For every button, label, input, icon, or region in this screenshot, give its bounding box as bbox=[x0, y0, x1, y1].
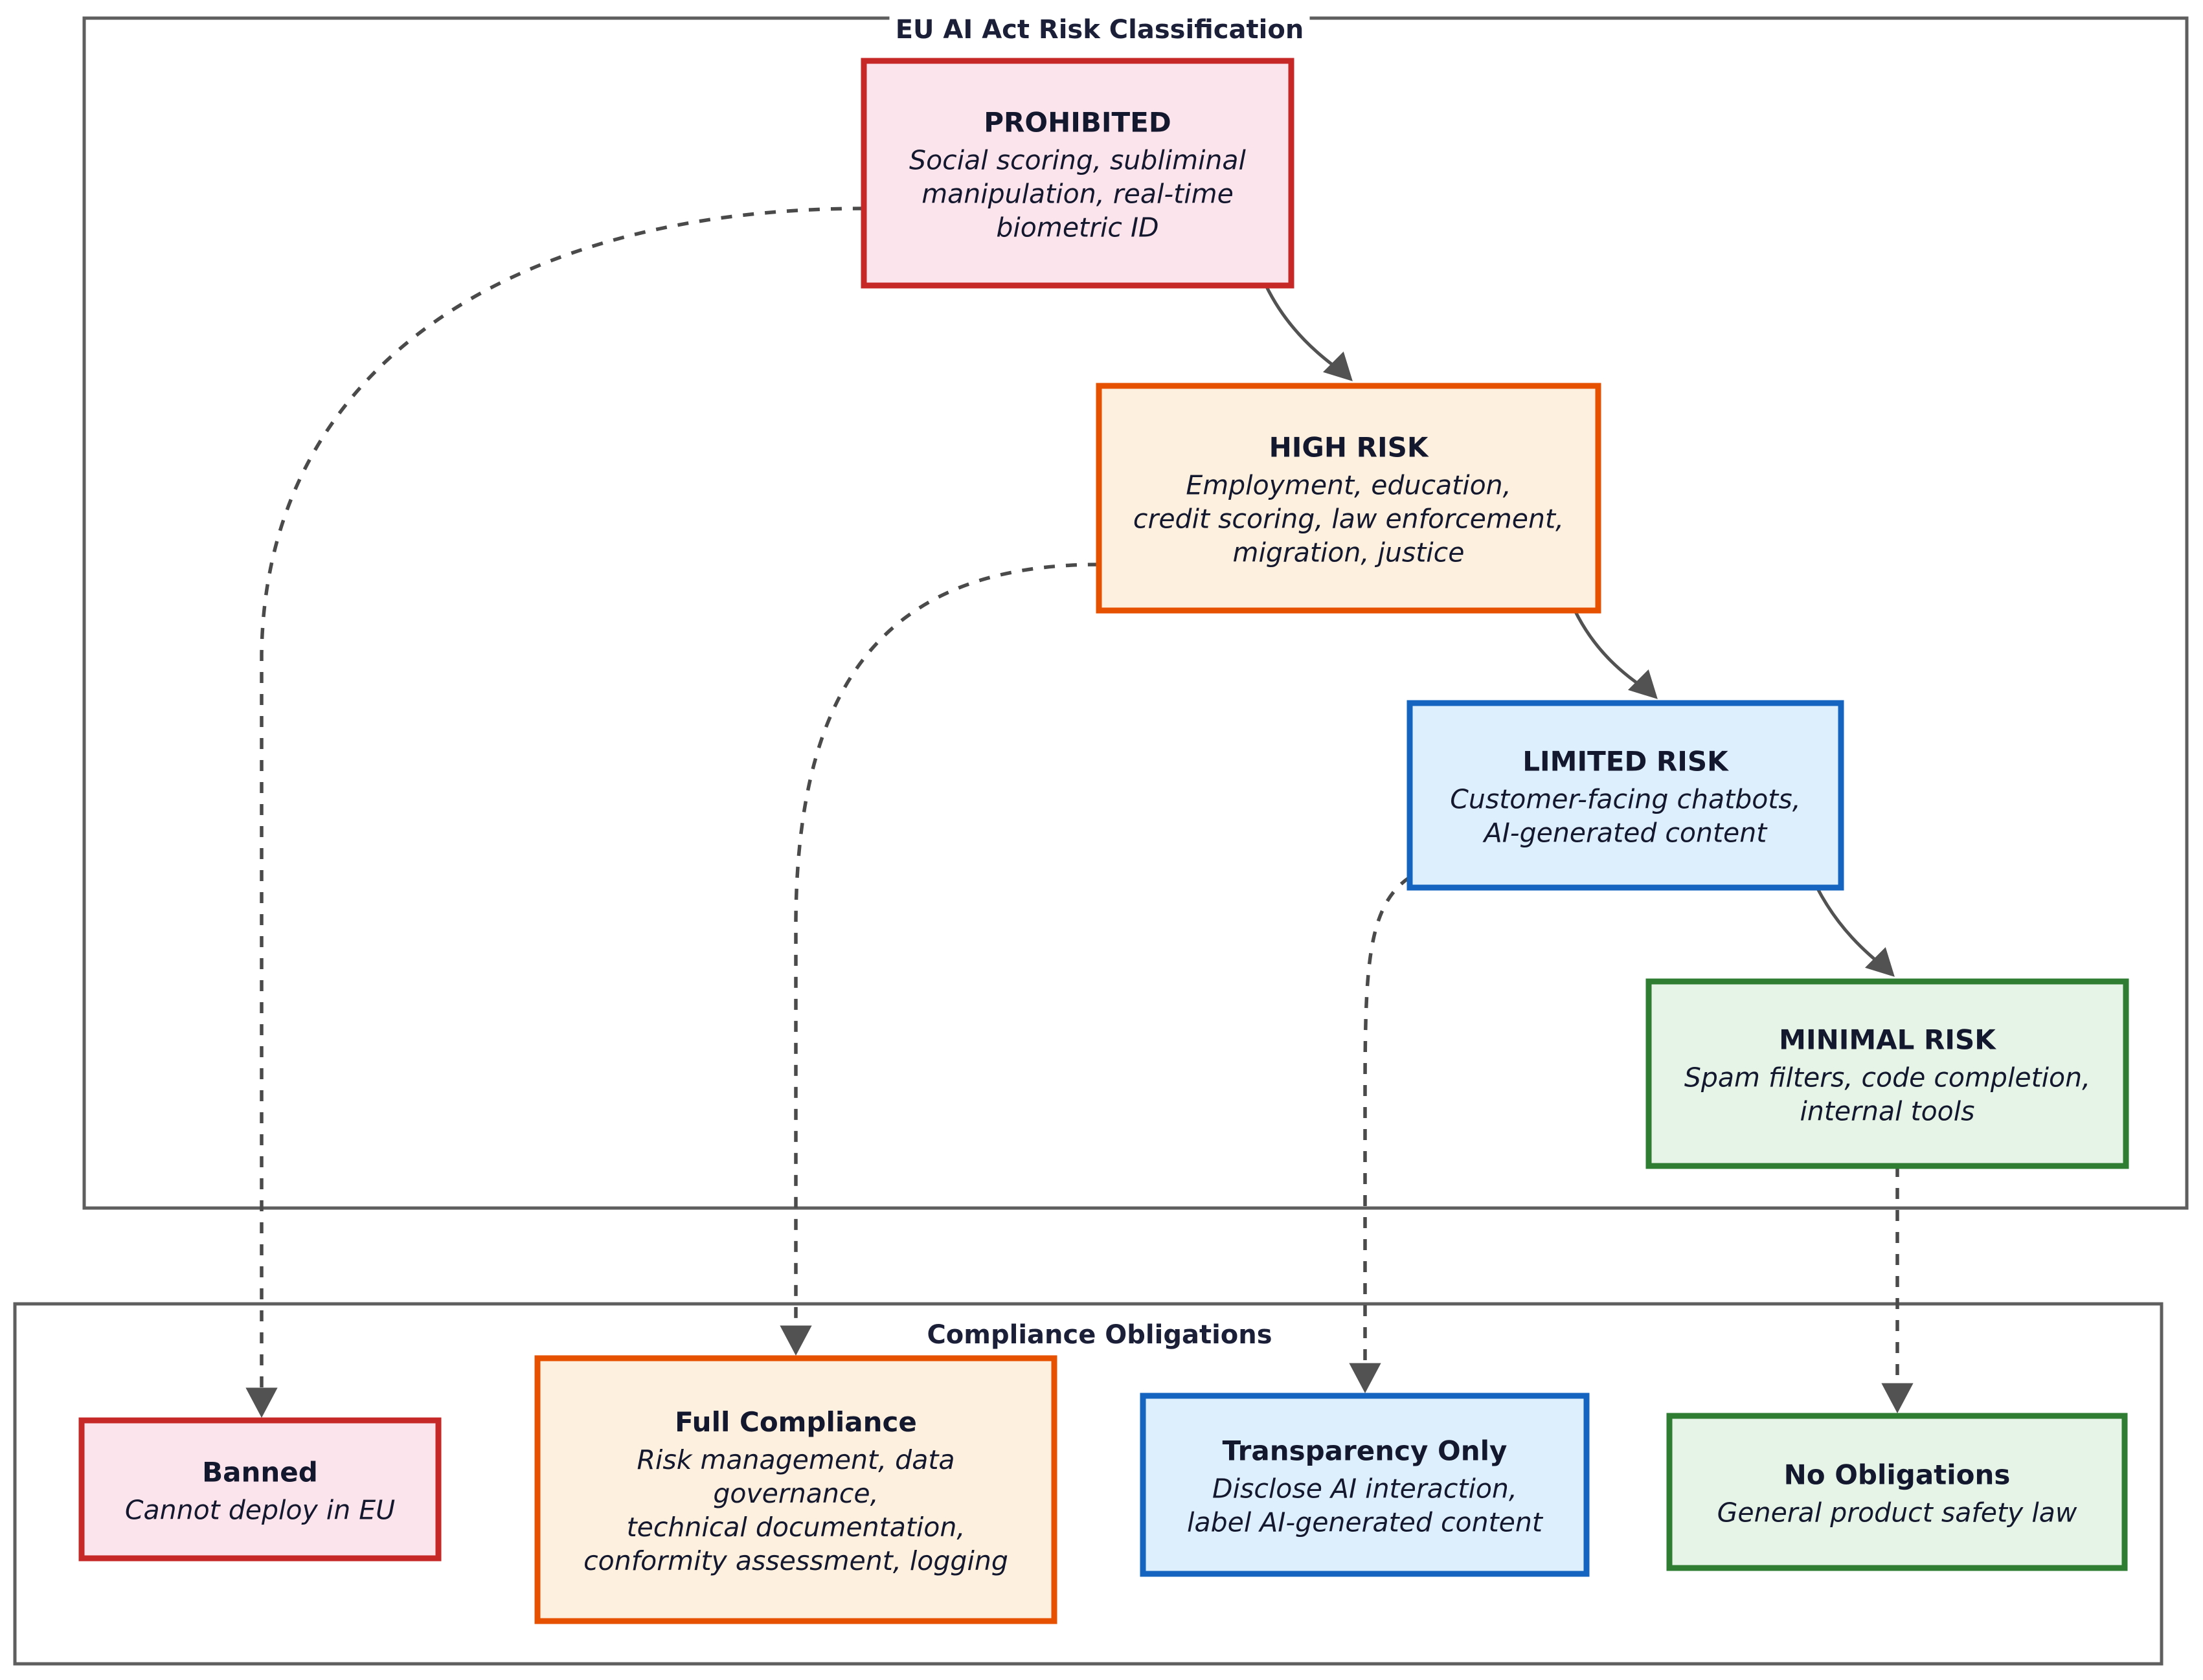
node-desc-full-compliance-2: technical documentation, bbox=[627, 1512, 966, 1543]
node-desc-banned-0: Cannot deploy in EU bbox=[125, 1495, 395, 1526]
group-title-compliance-obligations: Compliance Obligations bbox=[927, 1320, 1272, 1350]
node-desc-transparency-only-1: label AI-generated content bbox=[1187, 1507, 1544, 1538]
node-desc-limited-risk-1: AI-generated content bbox=[1482, 818, 1768, 849]
node-box-transparency-only[interactable] bbox=[1140, 1393, 1590, 1577]
group-frame-compliance-obligations bbox=[13, 1302, 2163, 1666]
node-box-high-risk[interactable] bbox=[1096, 383, 1601, 614]
node-desc-prohibited-0: Social scoring, subliminal bbox=[909, 145, 1246, 176]
node-desc-high-risk-2: migration, justice bbox=[1233, 537, 1465, 568]
node-title-high-risk: HIGH RISK bbox=[1269, 432, 1429, 464]
node-box-no-obligations[interactable] bbox=[1666, 1413, 2128, 1571]
group-title-risk-classification: EU AI Act Risk Classification bbox=[896, 15, 1304, 45]
node-desc-full-compliance-0: Risk management, data bbox=[637, 1444, 955, 1475]
node-desc-minimal-risk-1: internal tools bbox=[1800, 1096, 1974, 1127]
edge-high-risk-to-full-compliance bbox=[780, 563, 1100, 1356]
node-minimal-risk[interactable]: MINIMAL RISK Spam filters, code completio… bbox=[1645, 978, 2129, 1169]
edge-prohibited-to-high-risk bbox=[1264, 284, 1353, 381]
group-title-backdrop-compliance-obligations bbox=[937, 1317, 1262, 1350]
node-desc-full-compliance-3: conformity assessment, logging bbox=[583, 1545, 1008, 1576]
node-box-prohibited[interactable] bbox=[861, 58, 1294, 289]
connector-edges bbox=[245, 207, 1914, 1418]
node-box-limited-risk[interactable] bbox=[1407, 700, 1844, 891]
node-title-banned: Banned bbox=[202, 1457, 318, 1488]
group-frame-titles: EU AI Act Risk ClassificationCompliance … bbox=[889, 12, 1310, 1350]
edge-prohibited-to-banned bbox=[245, 207, 864, 1418]
node-desc-prohibited-2: biometric ID bbox=[996, 212, 1158, 243]
node-high-risk[interactable]: HIGH RISK Employment, education,credit sc… bbox=[1096, 383, 1601, 614]
edge-high-risk-to-limited-risk bbox=[1573, 609, 1658, 699]
node-boxes: PROHIBITED Social scoring, subliminalmani… bbox=[78, 58, 2129, 1624]
node-desc-prohibited-1: manipulation, real-time bbox=[921, 179, 1234, 210]
node-title-minimal-risk: MINIMAL RISK bbox=[1779, 1024, 1996, 1056]
node-desc-full-compliance-1: governance, bbox=[713, 1478, 878, 1509]
node-desc-high-risk-1: credit scoring, law enforcement, bbox=[1133, 504, 1564, 535]
edge-limited-risk-to-transparency bbox=[1349, 875, 1411, 1394]
node-title-prohibited: PROHIBITED bbox=[984, 107, 1171, 139]
node-desc-transparency-only-0: Disclose AI interaction, bbox=[1212, 1473, 1517, 1505]
node-desc-limited-risk-0: Customer-facing chatbots, bbox=[1450, 784, 1801, 815]
node-box-banned[interactable] bbox=[78, 1417, 442, 1562]
node-desc-high-risk-0: Employment, education, bbox=[1186, 470, 1511, 501]
node-limited-risk[interactable]: LIMITED RISK Customer-facing chatbots,AI-… bbox=[1407, 700, 1844, 891]
node-desc-no-obligations-0: General product safety law bbox=[1717, 1497, 2077, 1529]
node-box-full-compliance[interactable] bbox=[534, 1355, 1057, 1624]
node-title-no-obligations: No Obligations bbox=[1784, 1459, 2011, 1491]
node-box-minimal-risk[interactable] bbox=[1645, 978, 2129, 1169]
edge-limited-risk-to-minimal-risk bbox=[1815, 886, 1895, 977]
group-title-backdrop-risk-classification bbox=[889, 12, 1310, 45]
node-title-transparency-only: Transparency Only bbox=[1223, 1435, 1508, 1467]
node-title-full-compliance: Full Compliance bbox=[675, 1406, 917, 1438]
node-title-limited-risk: LIMITED RISK bbox=[1522, 746, 1729, 778]
node-desc-minimal-risk-0: Spam filters, code completion, bbox=[1684, 1062, 2090, 1093]
node-prohibited[interactable]: PROHIBITED Social scoring, subliminalmani… bbox=[861, 58, 1294, 289]
